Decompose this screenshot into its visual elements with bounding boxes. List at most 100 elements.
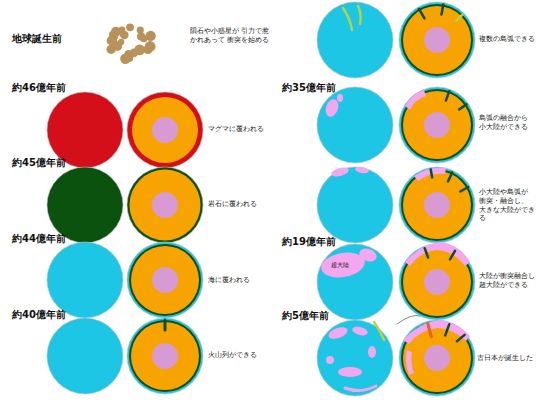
continent [414,168,446,181]
crust-layer [129,244,201,316]
note: 隕石や小惑星が 引力で惹かれあって 衝突を始める [190,27,270,45]
earth-disc [47,167,123,243]
note: 古日本が誕生した [477,354,535,363]
earth-cross-section [127,92,203,168]
volcano-line [460,187,468,192]
core [152,343,178,369]
continent [357,246,378,263]
mantle-layer [132,97,198,163]
mantle-layer [130,170,201,241]
continent [330,166,349,178]
continent [405,242,470,266]
earth-cross-section [399,167,475,243]
note: マグマに覆われる [208,125,288,134]
volcano-line [428,323,432,337]
crust-layer [401,4,473,76]
earth-disc [47,318,123,394]
era-heading: 約35億年前 [282,82,362,95]
earth-cross-section [399,320,475,396]
volcano-line [442,5,444,15]
planetesimal [120,31,128,39]
volcano-line [164,320,167,330]
note: 大陸が衝突融合し 超大陸ができる [479,272,536,290]
volcano-line [459,104,466,109]
volcano-line [448,172,452,181]
volcano-line [457,335,465,341]
continent [326,356,334,364]
mantle-layer [131,246,199,314]
era-heading: 約44億年前 [12,233,92,246]
planetesimal [137,32,145,40]
earth-disc [317,167,393,243]
earth-disc [317,87,393,163]
volcano-line [446,91,449,100]
earth-disc [317,244,393,320]
earth-cross-section [127,167,203,243]
note: 小大陸や島弧が 衝突・融合し、 大きな大陸ができる [479,188,535,223]
era-heading: 約40億年前 [12,309,92,322]
stage-heading: 地球誕生前 [12,33,82,46]
core [424,345,450,371]
core [152,117,178,143]
crust-layer [401,169,473,241]
planetesimal [109,41,116,48]
volcano-line [445,324,449,335]
planetesimal [119,30,126,37]
era-heading: 約19億年前 [282,236,362,249]
earth-cross-section [399,2,475,78]
core [424,27,450,53]
continent [345,386,376,391]
island-arc [358,6,361,24]
core [424,192,450,218]
earth-cross-section [399,87,475,163]
island-arc [374,322,384,340]
era-heading: 約46億年前 [12,82,92,95]
note: 島弧の融合から 小大陸ができる [479,114,535,132]
island-arc [343,8,352,30]
mantle-layer [403,91,471,159]
mantle-layer [403,6,471,74]
planetesimal [111,27,121,37]
note: 火山列ができる [208,351,288,360]
continent [337,94,343,102]
continent [327,325,349,341]
earth-disc [317,320,393,396]
planetesimal [126,23,134,31]
note: 岩石に覆われる [208,200,288,209]
note: 海に覆われる [208,276,288,285]
earth-cross-section [127,242,203,318]
volcano-line [456,15,462,21]
note: 複数の島弧できる [479,35,535,44]
continent [355,166,370,174]
continent [406,350,414,375]
earth-disc [47,92,123,168]
planetesimal [145,31,155,41]
continent [338,367,362,377]
leader-mark [397,315,420,324]
volcano-line [450,251,455,260]
era-heading: 約45億年前 [12,157,92,170]
continent [403,320,470,344]
era-heading: 約5億年前 [282,310,362,323]
earth-cross-section [127,318,203,394]
earth-disc [47,242,123,318]
mantle-layer [403,171,471,239]
volcano-line [419,9,425,19]
planetesimal [120,54,130,64]
volcano-line [425,248,428,257]
map-label: 超大陸 [331,261,357,269]
core [152,267,178,293]
planetesimal [145,46,152,53]
continent [351,325,369,337]
volcano-line [431,170,432,178]
core [424,112,450,138]
planetesimal [118,39,124,45]
mantle-layer [131,322,199,390]
continent [368,346,376,358]
crust-layer [129,320,201,392]
earth-disc [317,2,393,78]
crust-layer [401,89,473,161]
continent [405,90,426,110]
core [424,269,450,295]
